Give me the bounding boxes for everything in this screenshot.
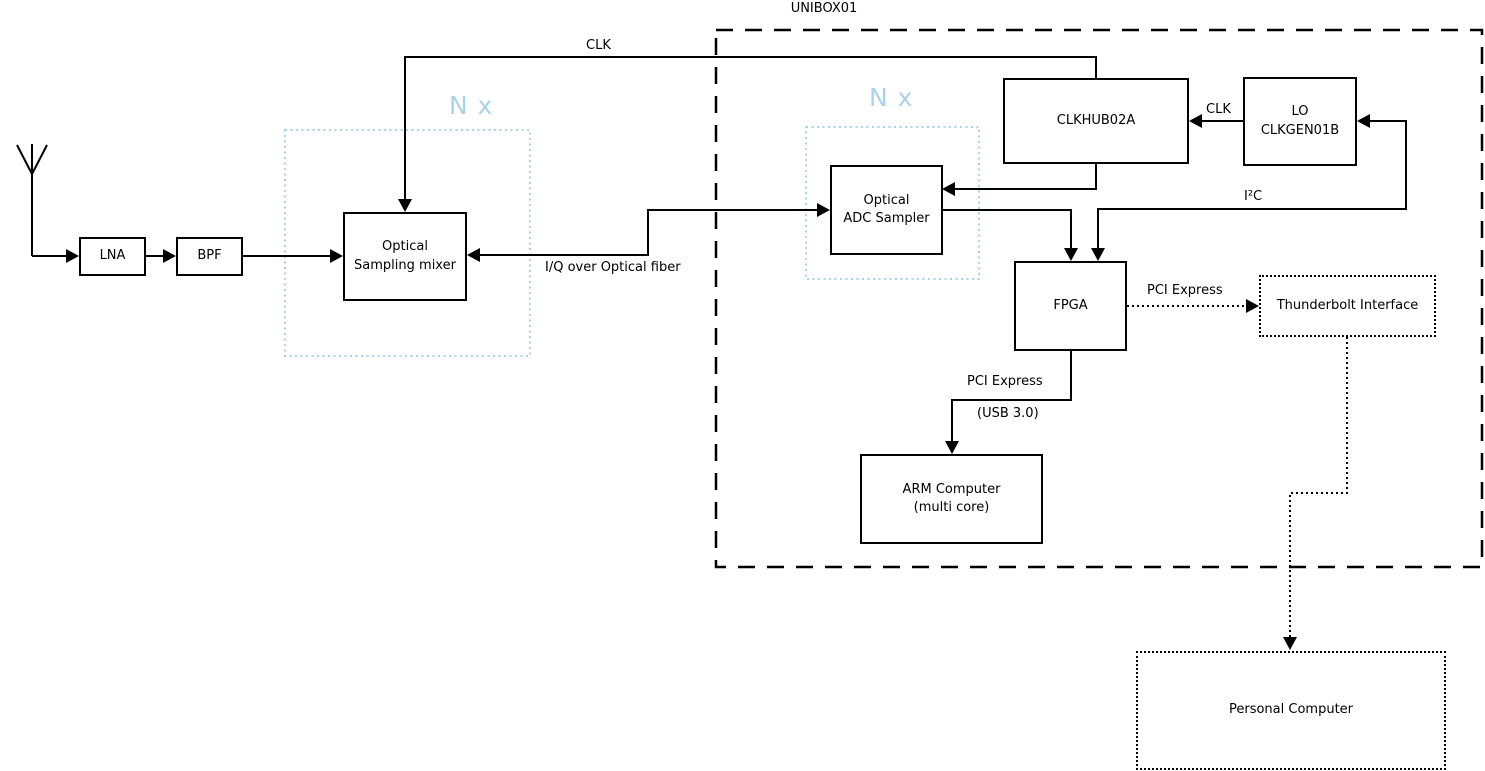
replication-label-right: N x bbox=[869, 83, 914, 112]
label-pci-express-right: PCI Express bbox=[1147, 283, 1223, 298]
node-lna: LNA bbox=[79, 237, 146, 276]
unibox-title: UNIBOX01 bbox=[790, 1, 858, 16]
label-clk-lo-to-hub: CLK bbox=[1206, 102, 1231, 117]
label-usb: (USB 3.0) bbox=[977, 406, 1039, 421]
edge-i2c-fpga-lo bbox=[1091, 114, 1407, 261]
edge-antenna-to-lna bbox=[32, 249, 79, 263]
replication-box-right bbox=[805, 126, 980, 280]
node-lo-clkgen01b: LO CLKGEN01B bbox=[1243, 77, 1357, 166]
label-iq-fiber: I/Q over Optical fiber bbox=[545, 260, 681, 275]
edge-clk-clkhub-to-mixer bbox=[398, 56, 1097, 212]
edge-adc-to-fpga bbox=[943, 209, 1078, 261]
edge-lna-to-bpf bbox=[146, 249, 176, 263]
edge-thunderbolt-to-pc bbox=[1283, 337, 1348, 650]
label-i2c: I²C bbox=[1244, 189, 1263, 204]
antenna-icon bbox=[16, 144, 48, 256]
node-optical-sampling-mixer: Optical Sampling mixer bbox=[343, 212, 467, 301]
edge-pci-fpga-to-thunderbolt bbox=[1127, 299, 1259, 313]
node-clkhub02a: CLKHUB02A bbox=[1003, 78, 1189, 164]
replication-box-left bbox=[284, 129, 531, 357]
node-arm-computer: ARM Computer (multi core) bbox=[860, 454, 1043, 544]
label-clk-top: CLK bbox=[586, 38, 611, 53]
node-thunderbolt-interface: Thunderbolt Interface bbox=[1259, 275, 1436, 337]
node-fpga: FPGA bbox=[1014, 261, 1127, 351]
edge-clk-lo-to-clkhub bbox=[1189, 114, 1243, 128]
edge-iq-mixer-adc bbox=[467, 203, 830, 262]
edge-fpga-to-arm bbox=[945, 351, 1072, 454]
replication-label-left: N x bbox=[449, 91, 494, 120]
unibox-border bbox=[714, 28, 1484, 569]
node-personal-computer: Personal Computer bbox=[1136, 651, 1446, 770]
edge-bpf-to-mixer bbox=[243, 249, 343, 263]
edge-clkhub-to-adc bbox=[942, 164, 1097, 196]
label-pci-express-down: PCI Express bbox=[967, 374, 1043, 389]
node-optical-adc-sampler: Optical ADC Sampler bbox=[830, 165, 943, 255]
node-bpf: BPF bbox=[176, 237, 243, 276]
